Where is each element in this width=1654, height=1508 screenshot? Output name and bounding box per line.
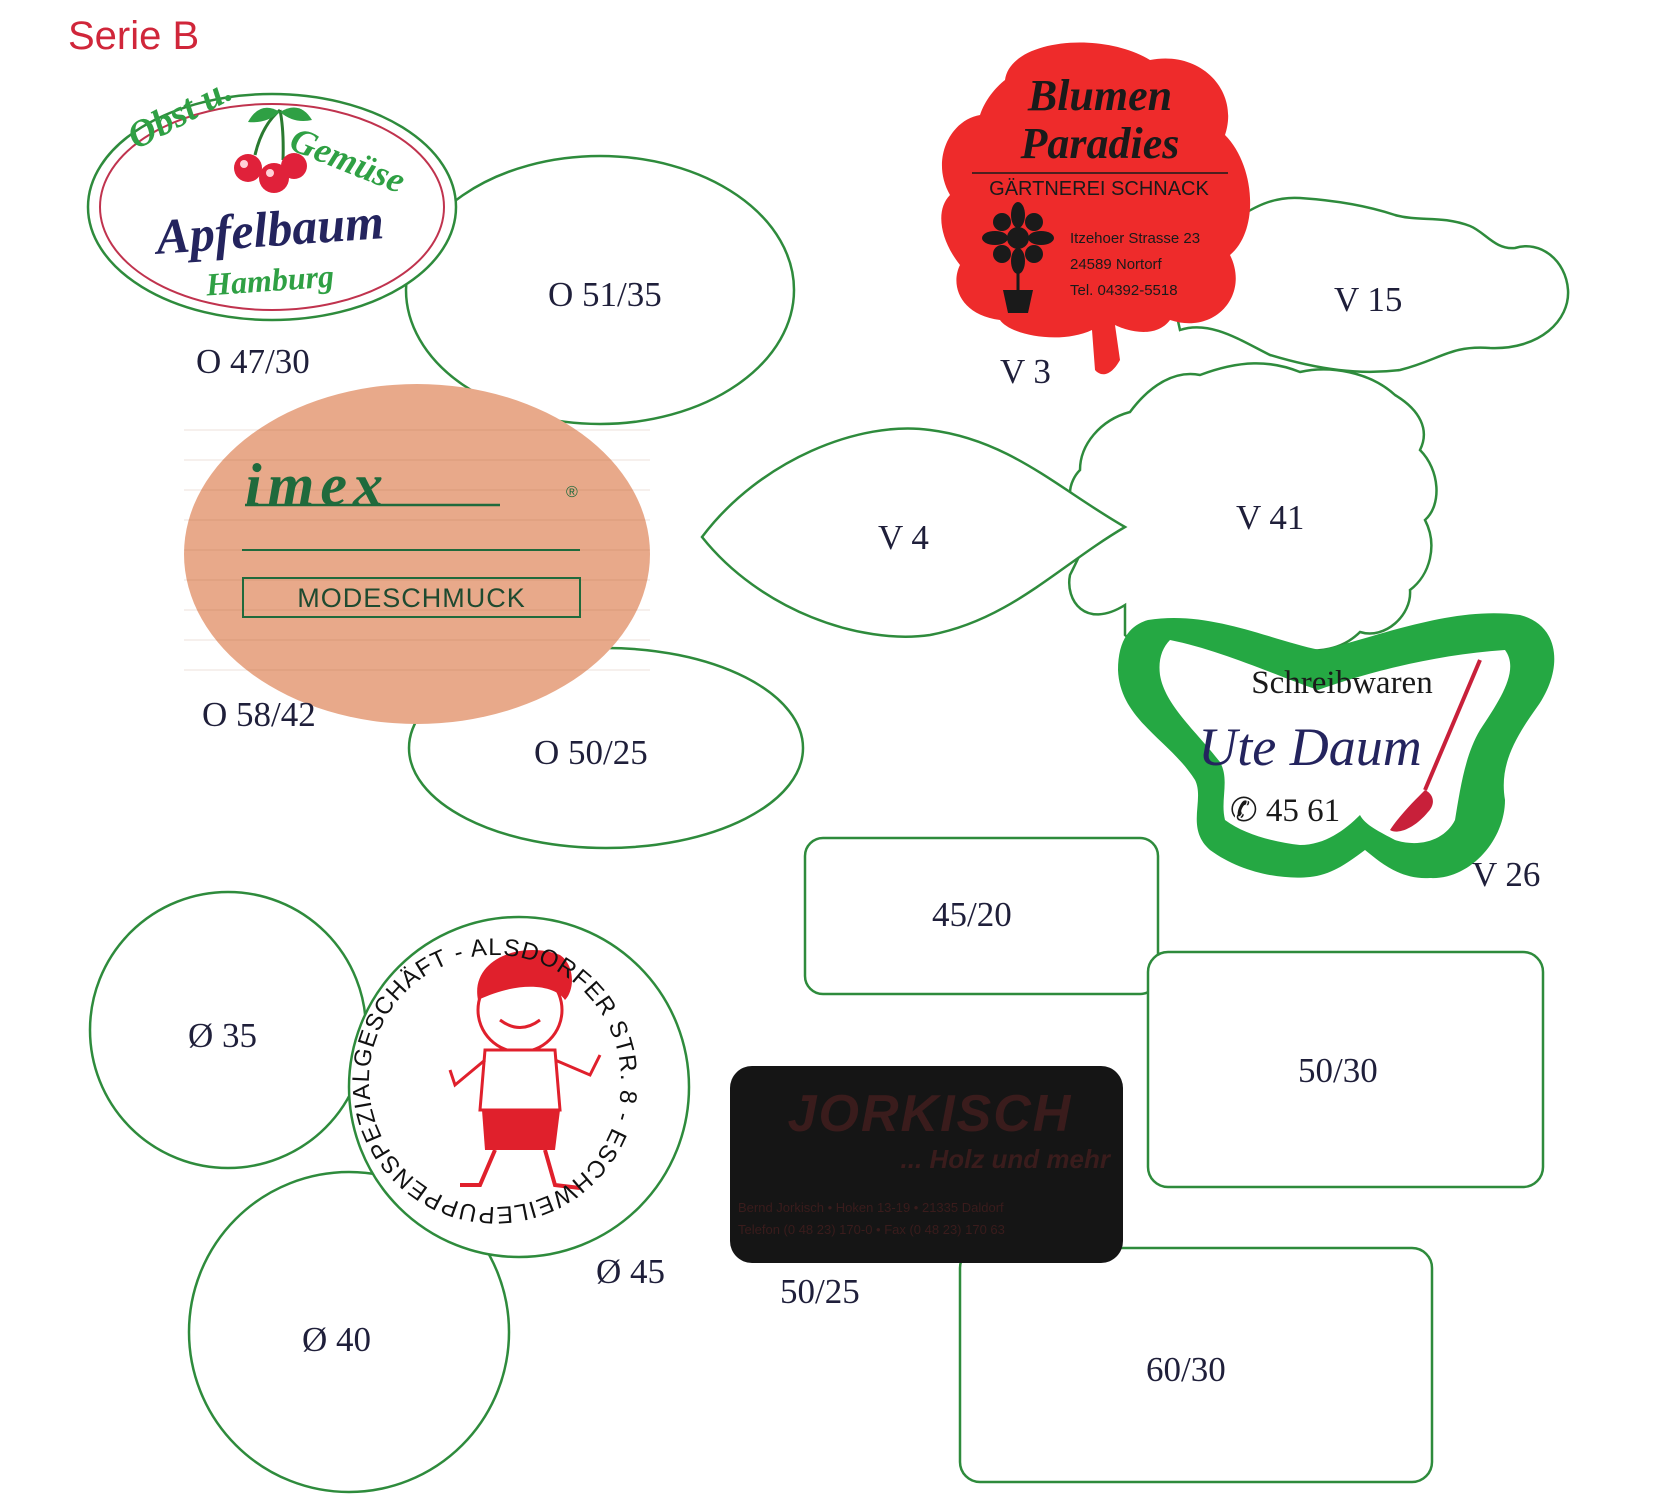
apfelbaum-label <box>86 92 458 322</box>
jorkisch-phone: Telefon (0 48 23) 170-0 • Fax (0 48 23) … <box>738 1222 1005 1237</box>
jorkisch-address: Bernd Jorkisch • Hoken 13-19 • 21335 Dal… <box>738 1200 1004 1215</box>
schreibwaren-label <box>1118 613 1555 879</box>
blumen-line1: Blumen <box>1027 71 1173 120</box>
jorkisch-subtitle: ... Holz und mehr <box>900 1144 1110 1174</box>
schreibwaren-line1: Schreibwaren <box>1251 665 1433 701</box>
size-label-v3: V 3 <box>1000 352 1051 391</box>
size-label-r6030: 60/30 <box>1146 1350 1226 1389</box>
size-label-o5135: O 51/35 <box>548 275 662 314</box>
rect-6030-outline <box>958 1246 1434 1484</box>
size-label-r5030: 50/30 <box>1298 1051 1378 1090</box>
blumen-subtitle: GÄRTNEREI SCHNACK <box>989 178 1209 200</box>
size-label-r4520: 45/20 <box>932 895 1012 934</box>
schreibwaren-phone: ✆ 45 61 <box>1230 793 1341 829</box>
jorkisch-brand: JORKISCH <box>787 1085 1073 1143</box>
blumen-phone: Tel. 04392-5518 <box>1070 282 1178 299</box>
rect-5030-outline <box>1146 950 1545 1189</box>
circle-d40-outline <box>187 1170 511 1494</box>
size-label-d45: Ø 45 <box>596 1252 666 1291</box>
jorkisch-label <box>730 1066 1123 1263</box>
size-label-d40: Ø 40 <box>302 1320 372 1359</box>
oval-o5135-outline <box>404 154 796 426</box>
imex-registered: ® <box>566 484 578 501</box>
puppet-figure-icon <box>448 950 602 1190</box>
imex-brand: imex <box>245 452 389 518</box>
size-label-o4730: O 47/30 <box>196 342 310 381</box>
flower-pot-icon <box>982 202 1054 313</box>
rect-4520-outline <box>803 836 1160 996</box>
blumen-line2: Paradies <box>1020 119 1180 168</box>
imex-label <box>184 384 650 724</box>
size-label-r5025: 50/25 <box>780 1272 860 1311</box>
size-label-v4: V 4 <box>878 518 929 557</box>
cherry-icon <box>234 107 312 193</box>
imex-tagline: MODESCHMUCK <box>297 583 526 613</box>
schreibwaren-name: Ute Daum <box>1198 717 1422 777</box>
shape-v4-outline <box>700 427 1128 638</box>
page-title: Serie B <box>68 14 200 58</box>
size-label-d35: Ø 35 <box>188 1016 258 1055</box>
size-label-v15: V 15 <box>1334 280 1403 319</box>
size-label-o5842: O 58/42 <box>202 695 316 734</box>
size-label-o5025: O 50/25 <box>534 733 648 772</box>
size-label-v41: V 41 <box>1236 498 1305 537</box>
blumen-address-1: Itzehoer Strasse 23 <box>1070 230 1201 247</box>
size-label-v26: V 26 <box>1472 855 1541 894</box>
blumen-address-2: 24589 Nortorf <box>1070 256 1162 273</box>
paintbrush-icon <box>1390 659 1482 832</box>
